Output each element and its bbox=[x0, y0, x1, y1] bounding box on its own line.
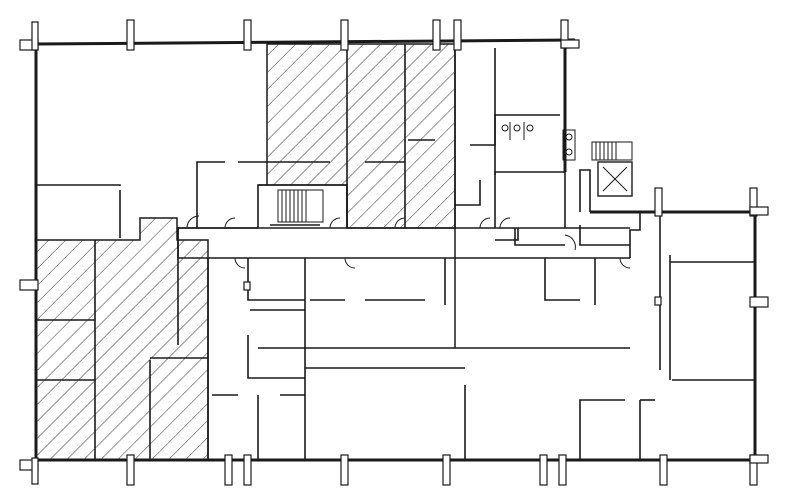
doors bbox=[186, 215, 631, 269]
shaded-area-left bbox=[35, 217, 209, 461]
interior-walls bbox=[36, 44, 755, 460]
corridor bbox=[177, 212, 641, 349]
sink-icon bbox=[562, 129, 576, 161]
shaded-area-top bbox=[258, 43, 456, 348]
stair-icon bbox=[591, 141, 633, 161]
columns bbox=[19, 19, 769, 486]
stair-icon bbox=[277, 189, 324, 223]
exterior-walls bbox=[34, 38, 760, 462]
elevator-icon bbox=[597, 161, 633, 197]
toilet-icon bbox=[494, 114, 560, 175]
